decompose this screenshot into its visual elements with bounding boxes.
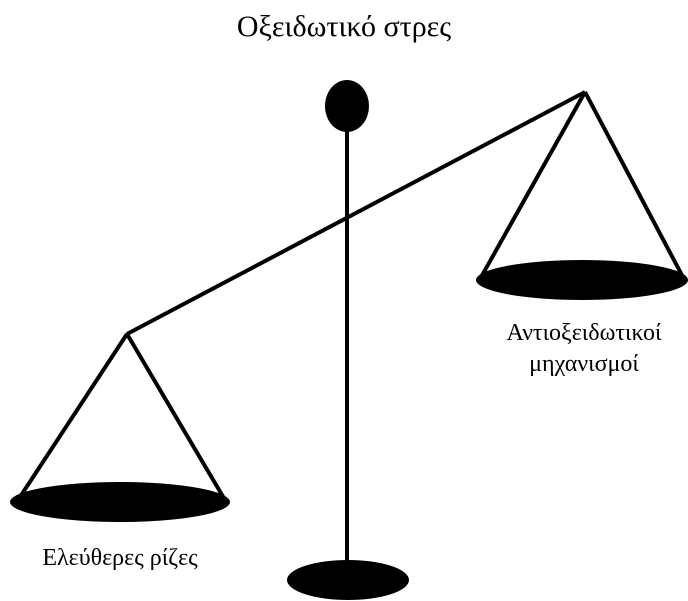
free-radicals-label: Ελεύθερες ρίζες (42, 545, 198, 571)
antioxidant-mechanisms-label: Αντιοξειδωτικοί μηχανισμοί (480, 318, 688, 380)
diagram-title: Οξειδωτικό στρες (236, 10, 452, 43)
scale-top-knob (325, 80, 369, 132)
right-pan (476, 91, 688, 300)
antioxidant-label-line-2: μηχανισμοί (529, 351, 639, 377)
left-pan-string-left (16, 332, 129, 502)
left-pan-string-right (125, 332, 227, 502)
antioxidant-label-line-1: Αντιοξειδωτικοί (506, 320, 662, 346)
right-pan-string-right (583, 91, 686, 280)
right-pan-dish (476, 260, 688, 300)
scale-base (287, 560, 409, 600)
right-pan-string-left (478, 91, 587, 280)
scale-beam (126, 90, 586, 336)
left-pan-dish (10, 482, 230, 522)
left-pan (10, 332, 230, 522)
